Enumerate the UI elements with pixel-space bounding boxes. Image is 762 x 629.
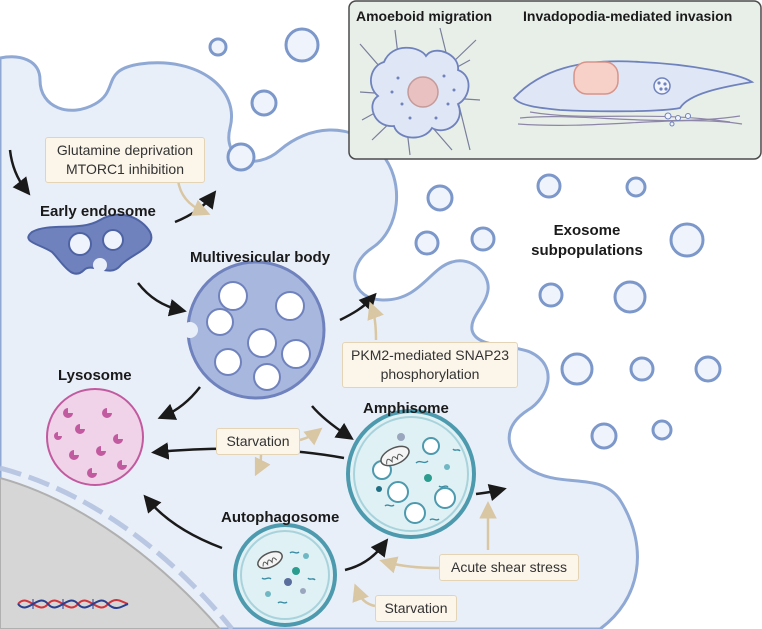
multivesicular-body-label: Multivesicular body xyxy=(190,249,331,266)
starvation-lower-text: Starvation xyxy=(384,600,448,616)
invadopodia-cell-illustration xyxy=(512,60,755,127)
multivesicular-body xyxy=(182,260,326,400)
exosome xyxy=(590,422,618,450)
arrow-mvb-secretion xyxy=(339,292,377,322)
exosome xyxy=(669,222,705,258)
early-endosome-label: Early endosome xyxy=(40,203,156,220)
exosome xyxy=(226,142,256,172)
glutamine-line1: Glutamine deprivation xyxy=(56,142,194,158)
exosome-group xyxy=(208,27,722,450)
exosome-label-line2: subpopulations xyxy=(531,242,643,259)
exosome xyxy=(629,356,655,382)
arrow-in xyxy=(8,149,31,196)
exosome-subpopulations-label: Exosome subpopulations xyxy=(527,221,647,261)
exosome xyxy=(284,27,320,63)
pkm2-line1: PKM2-mediated SNAP23 xyxy=(351,347,509,363)
exosome xyxy=(694,355,722,383)
arrow-mvb-lysosome xyxy=(157,386,201,420)
arrow-autophagosome-amphisome xyxy=(344,538,389,572)
pkm2-box: PKM2-mediated SNAP23 phosphorylation xyxy=(342,342,518,388)
arrow-autophagosome-lysosome xyxy=(143,494,223,550)
exosome xyxy=(426,184,454,212)
starvation-upper-text: Starvation xyxy=(226,433,290,449)
autophagosome-label: Autophagosome xyxy=(221,509,340,526)
lysosome-label: Lysosome xyxy=(58,367,132,384)
exosome xyxy=(536,173,562,199)
invadopodia-title: Invadopodia-mediated invasion xyxy=(523,8,733,24)
glutamine-box: Glutamine deprivation MTORC1 inhibition xyxy=(45,137,205,183)
mitochondrion-icon xyxy=(380,445,410,467)
nucleus xyxy=(0,476,222,629)
amphisome xyxy=(346,409,476,539)
exosome xyxy=(538,282,564,308)
arrow-endosome-mvb xyxy=(137,282,187,317)
autophagosome xyxy=(233,523,337,627)
acute-shear-box: Acute shear stress xyxy=(439,554,579,581)
acute-shear-text: Acute shear stress xyxy=(451,559,567,575)
exosome xyxy=(651,419,673,441)
arrow-amphisome-secretion xyxy=(475,484,507,502)
exosome xyxy=(625,176,647,198)
starvation-upper-box: Starvation xyxy=(216,428,300,455)
amphisome-label: Amphisome xyxy=(363,400,449,417)
amoeboid-title: Amoeboid migration xyxy=(356,8,493,24)
dna-logo-icon xyxy=(17,598,129,610)
exosome xyxy=(470,226,496,252)
exosome xyxy=(208,37,228,57)
exosome xyxy=(250,89,278,117)
starvation-lower-box: Starvation xyxy=(375,595,457,622)
glutamine-line2: MTORC1 inhibition xyxy=(65,161,184,177)
mitochondrion-icon xyxy=(257,550,283,570)
early-endosome xyxy=(27,213,153,275)
exosome xyxy=(560,352,594,386)
amoeboid-cell-illustration xyxy=(359,27,481,156)
exosome-label-line1: Exosome xyxy=(553,222,621,239)
signal-arrows xyxy=(176,179,497,608)
nuclear-envelope xyxy=(0,465,234,629)
exosome xyxy=(414,230,440,256)
arrow-mvb-amphisome xyxy=(311,405,354,440)
lysosome xyxy=(46,388,144,486)
exosome xyxy=(613,280,647,314)
pkm2-line2: phosphorylation xyxy=(380,366,480,382)
